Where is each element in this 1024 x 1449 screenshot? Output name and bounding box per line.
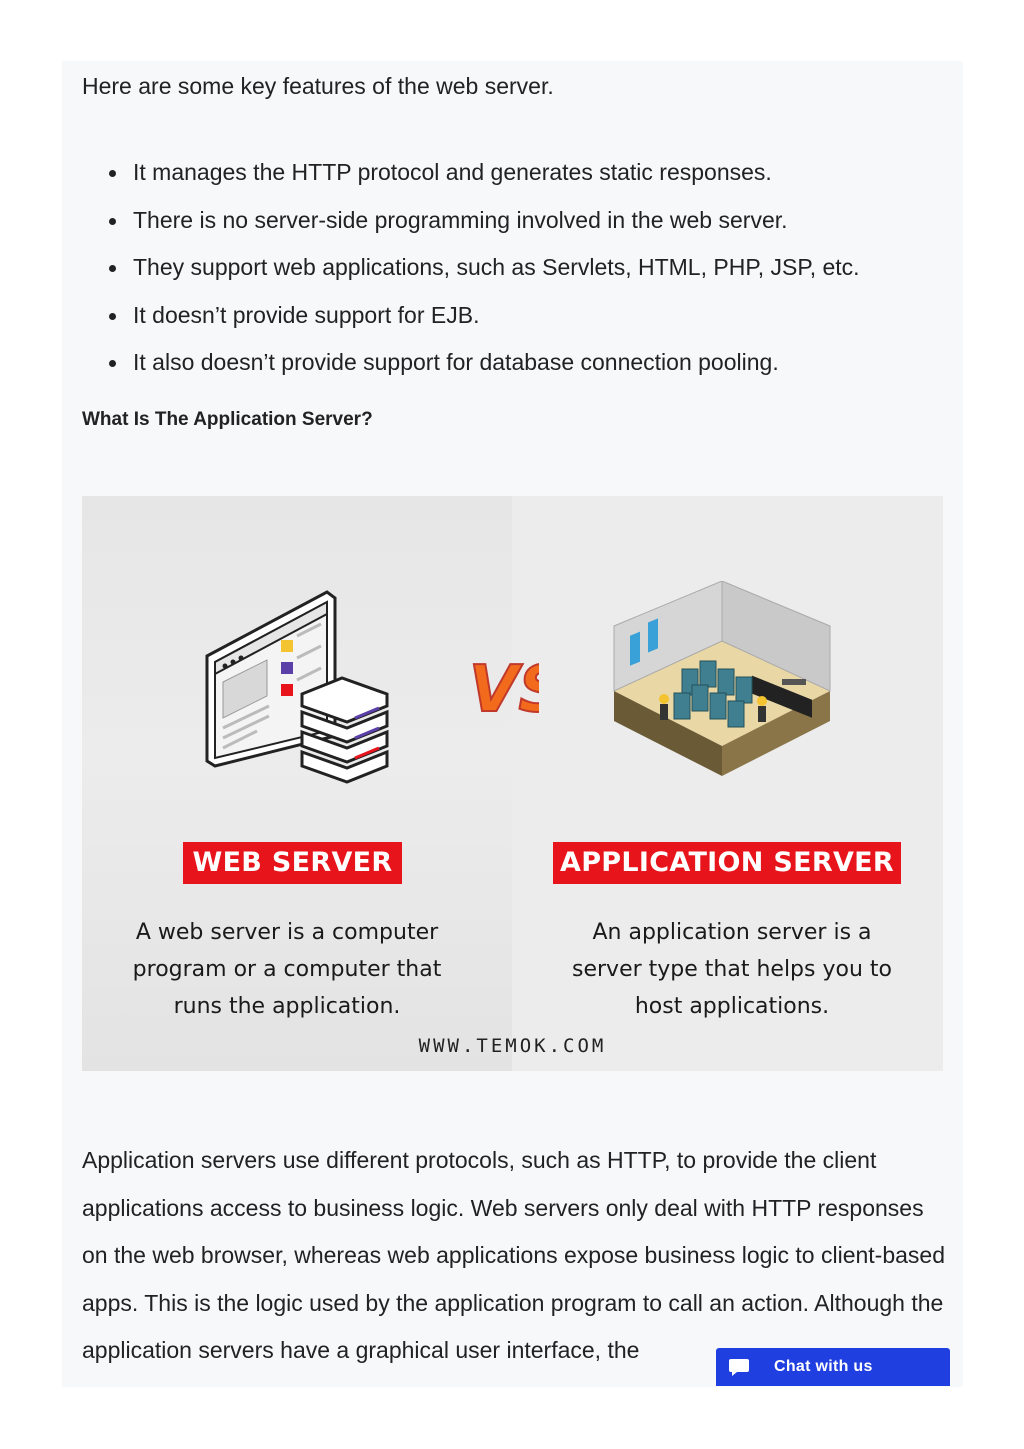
application-server-description: An application server is a server type t… — [572, 920, 892, 1019]
list-item: There is no server-side programming invo… — [82, 205, 942, 253]
intro-text: Here are some key features of the web se… — [82, 73, 554, 99]
list-item: They support web applications, such as S… — [82, 252, 942, 300]
chat-bubble-icon — [729, 1359, 749, 1376]
article-content: Here are some key features of the web se… — [62, 61, 963, 1387]
body-paragraph: Application servers use different protoc… — [82, 1147, 946, 1363]
application-server-illustration — [613, 581, 831, 776]
chat-label: Chat with us — [774, 1358, 873, 1375]
web-server-illustration — [205, 590, 389, 784]
vs-logo: VS — [468, 652, 539, 727]
web-server-label: WEB SERVER — [183, 842, 402, 884]
list-item: It also doesn’t provide support for data… — [82, 347, 942, 395]
figure-watermark-url: WWW.TEMOK.COM — [418, 1035, 607, 1057]
web-server-description: A web server is a computer program or a … — [132, 920, 442, 1019]
chat-with-us-button[interactable]: Chat with us — [716, 1348, 950, 1386]
application-server-label: APPLICATION SERVER — [553, 842, 901, 884]
web-vs-application-server-figure: VS WEB SERVER APPLICATION SERVER A web — [82, 496, 943, 1071]
list-item: It manages the HTTP protocol and generat… — [82, 157, 942, 205]
section-heading: What Is The Application Server? — [82, 409, 373, 430]
figure-left-panel — [82, 496, 512, 1071]
list-item: It doesn’t provide support for EJB. — [82, 300, 942, 348]
feature-list: It manages the HTTP protocol and generat… — [82, 157, 942, 395]
vs-text: VS — [469, 653, 539, 727]
